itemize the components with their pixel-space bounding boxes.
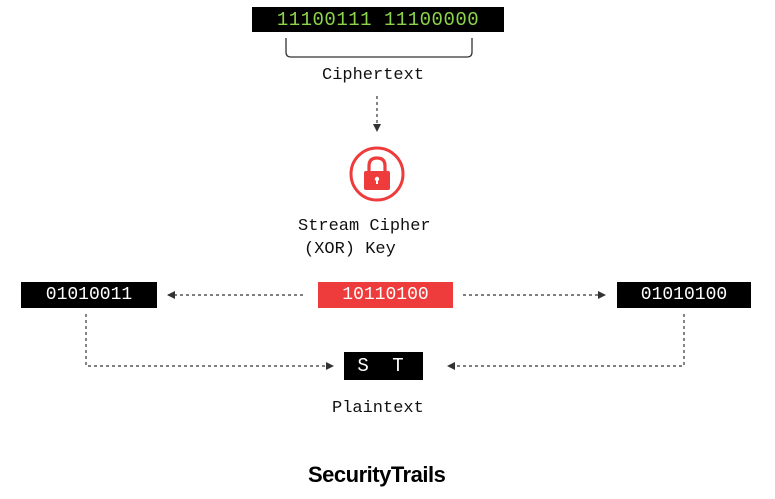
stream-cipher-label: Stream Cipher [298,217,431,236]
xor-key-label: (XOR) Key [304,240,396,259]
left-result-bits: 01010011 [21,282,157,308]
lock-icon [349,146,405,202]
brand-logo: SecurityTrails [308,462,446,487]
arrow-right-to-plaintext [447,314,685,370]
right-result-bits: 01010100 [617,282,751,308]
plaintext-label: Plaintext [332,399,424,418]
plaintext-chars: S T [344,352,423,380]
ciphertext-brace [285,38,473,58]
arrow-left-to-plaintext [85,314,334,370]
key-bits: 10110100 [318,282,453,308]
ciphertext-label: Ciphertext [322,66,425,85]
ciphertext-bits: 11100111 11100000 [252,7,504,32]
